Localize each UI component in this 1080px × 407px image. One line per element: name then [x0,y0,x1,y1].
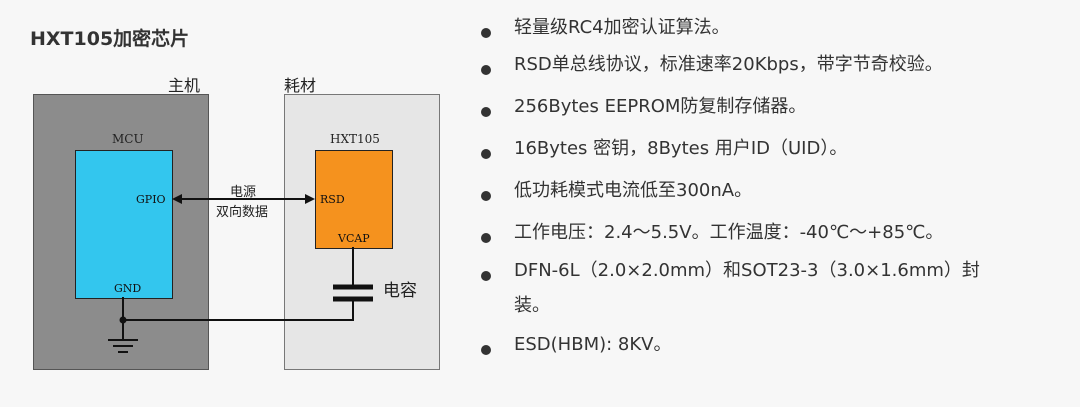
feature-item: 低功耗模式电流低至300nA。 [478,180,1058,223]
feature-text: DFN-6L（2.0×2.0mm）和SOT23-3（3.0×1.6mm）封 [514,260,980,281]
feature-text: ESD(HBM): 8KV。 [514,334,672,355]
feature-item: 256Bytes EEPROM防复制存储器。 [478,96,1058,139]
mcu-label: MCU [112,132,144,146]
chip-vcap-pin: VCAP [338,232,370,245]
bullet-icon [481,271,491,281]
feature-item: 轻量级RC4加密认证算法。 [478,17,1058,55]
bullet-icon [481,149,491,159]
page-title: HXT105加密芯片 [30,28,190,50]
feature-text: 低功耗模式电流低至300nA。 [514,180,753,201]
chip-label: HXT105 [330,132,380,146]
mcu-block [75,150,173,299]
capacitor-label: 电容 [383,281,417,301]
arrow-right-icon [305,194,315,204]
feature-item: DFN-6L（2.0×2.0mm）和SOT23-3（3.0×1.6mm）封 装。 [478,260,1058,335]
ground-wire [123,301,354,321]
hxt105-chip [315,150,393,249]
bullet-icon [481,191,491,201]
feature-item: ESD(HBM): 8KV。 [478,334,1058,367]
feature-list: 轻量级RC4加密认证算法。 RSD单总线协议，标准速率20Kbps，带字节奇校验… [478,17,1058,367]
bullet-icon [481,345,491,355]
host-label: 主机 [168,76,201,95]
feature-item: 工作电压：2.4～5.5V。工作温度：-40℃～+85℃。 [478,222,1058,261]
mcu-gpio-pin: GPIO [136,193,166,206]
consumable-label: 耗材 [284,76,317,95]
wire-label-data: 双向数据 [216,205,269,220]
feature-text: 轻量级RC4加密认证算法。 [514,17,730,38]
mcu-gnd-pin: GND [114,282,142,295]
feature-item: 16Bytes 密钥，8Bytes 用户ID（UID）。 [478,138,1058,181]
arrow-left-icon [172,194,182,204]
chip-rsd-pin: RSD [320,193,345,206]
feature-text: 256Bytes EEPROM防复制存储器。 [514,96,807,117]
bullet-icon [481,65,491,75]
feature-text: RSD单总线协议，标准速率20Kbps，带字节奇校验。 [514,54,943,75]
bullet-icon [481,233,491,243]
feature-text-continued: 装。 [514,294,550,316]
bullet-icon [481,28,491,38]
junction-dot [119,316,127,324]
wire-label-power: 电源 [230,185,257,200]
bullet-icon [481,107,491,117]
feature-item: RSD单总线协议，标准速率20Kbps，带字节奇校验。 [478,54,1058,97]
feature-text: 16Bytes 密钥，8Bytes 用户ID（UID）。 [514,138,848,159]
feature-text: 工作电压：2.4～5.5V。工作温度：-40℃～+85℃。 [514,222,944,243]
